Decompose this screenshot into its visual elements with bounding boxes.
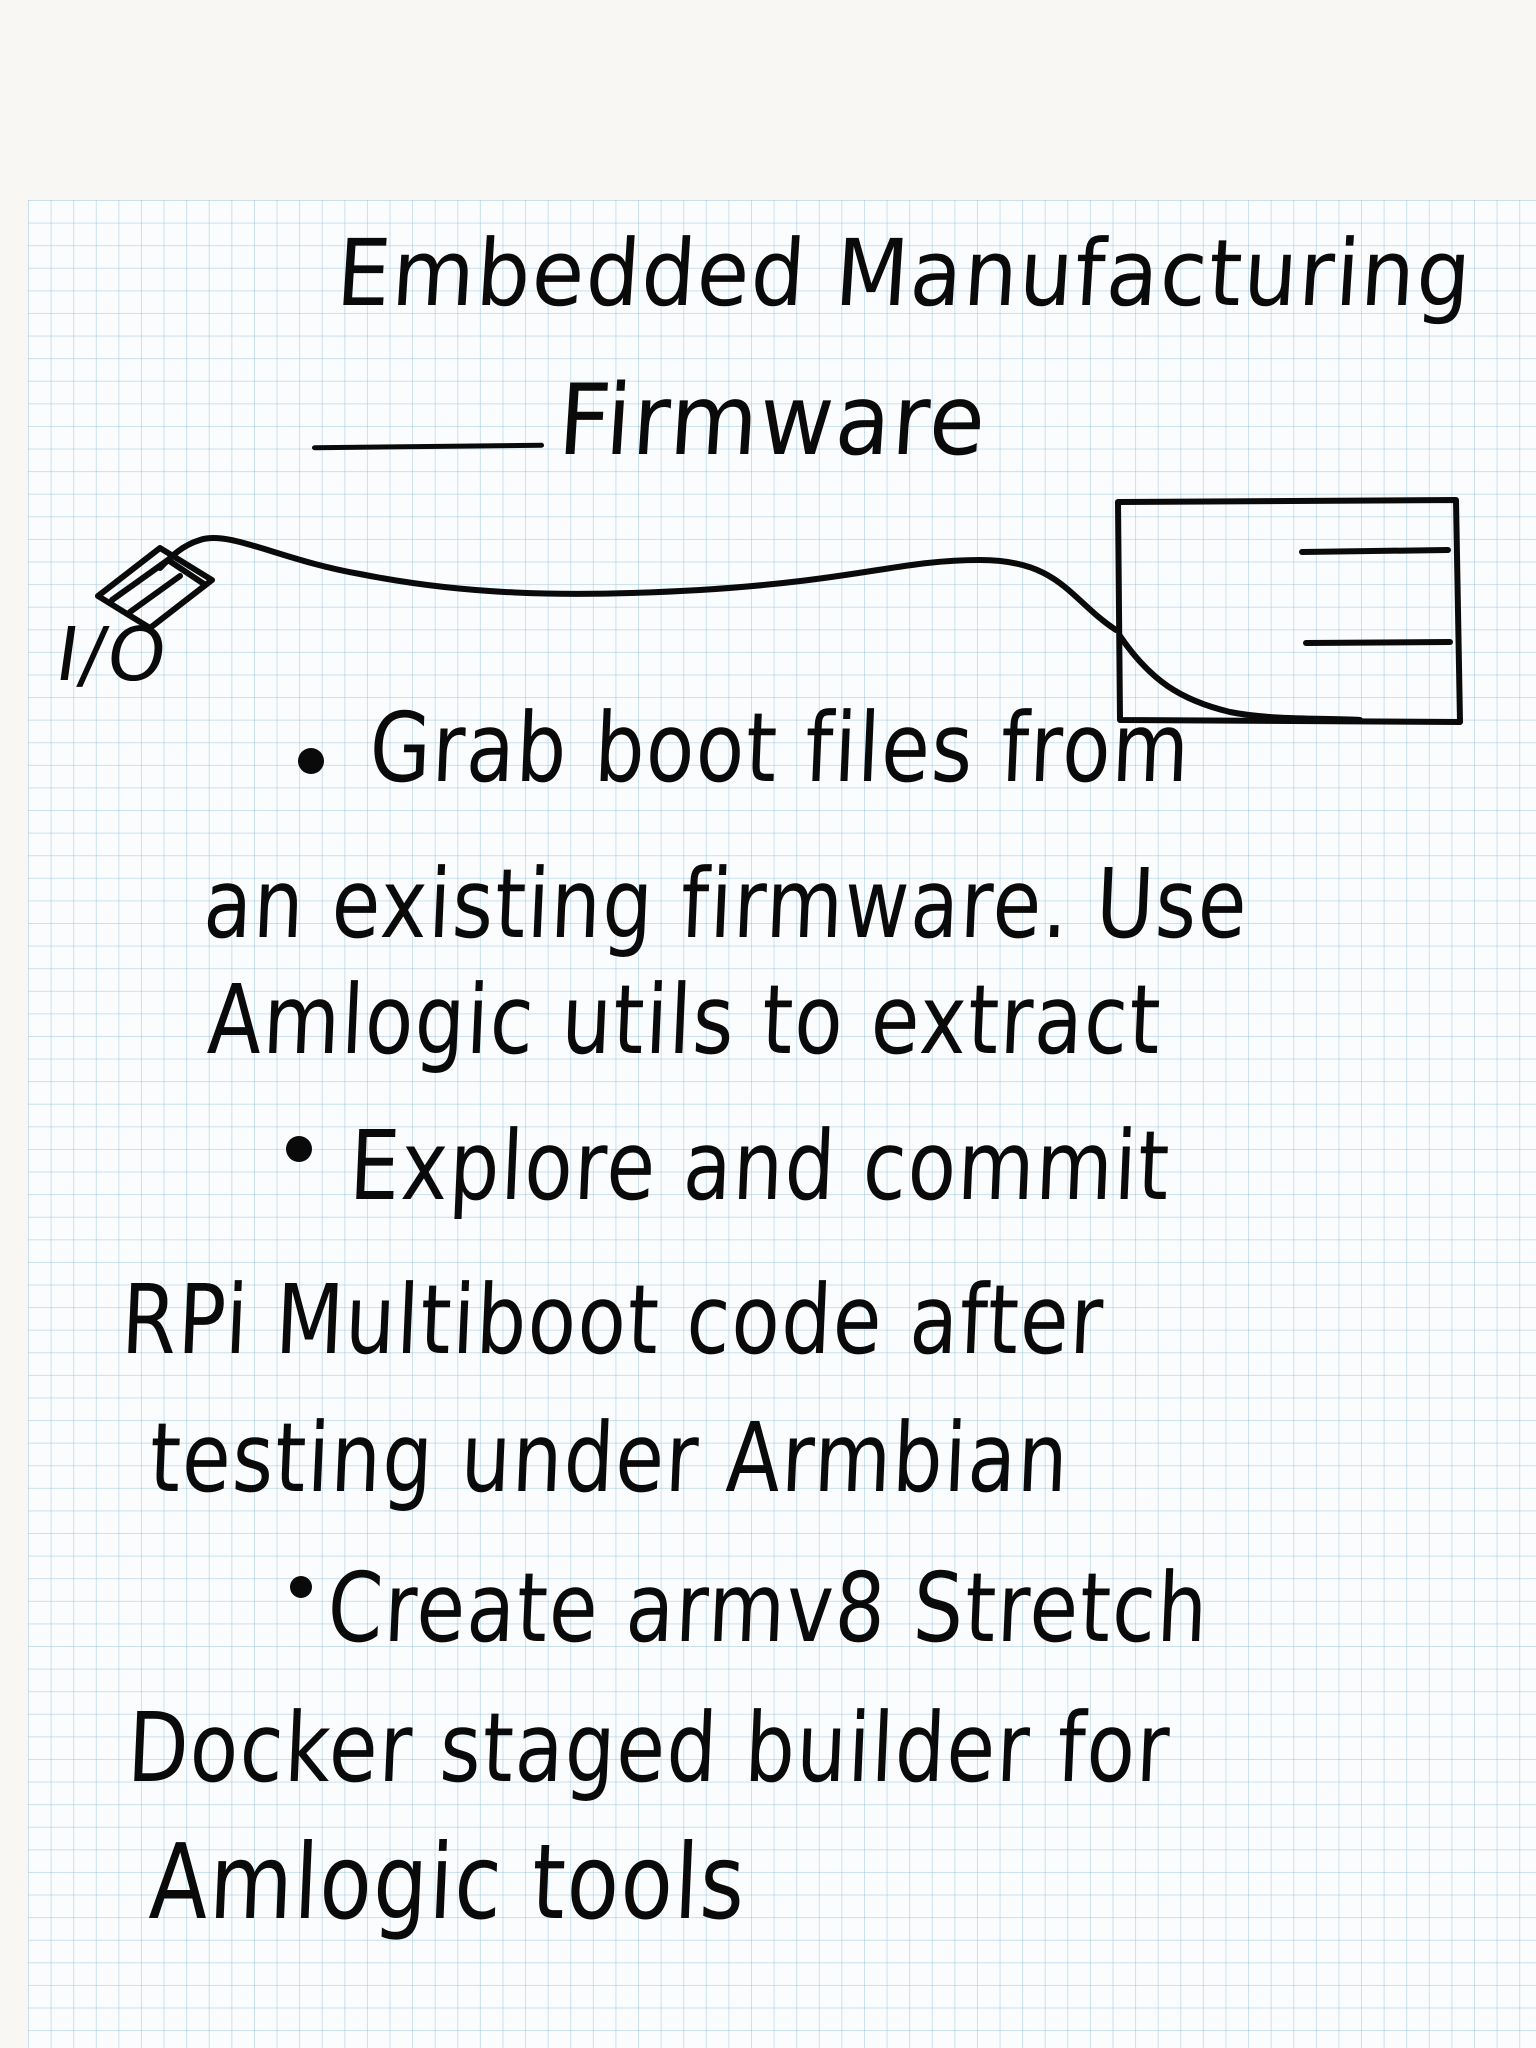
- io-connector-icon: [95, 545, 215, 631]
- cable-line: [157, 535, 1119, 633]
- bullet-1-line-1: Grab boot files from: [367, 692, 1194, 804]
- bullet-3-line-1: Create armv8 Stretch: [325, 1552, 1212, 1664]
- bullet-2-dot: [286, 1136, 312, 1162]
- bullet-3-dot: [290, 1576, 312, 1598]
- bullet-2-line-3: testing under Armbian: [147, 1402, 1072, 1514]
- bullet-1-dot: [298, 748, 324, 774]
- io-label: I/O: [50, 612, 174, 698]
- bullet-3-line-2: Docker staged builder for: [125, 1692, 1174, 1804]
- bullet-3-line-3: Amlogic tools: [147, 1821, 749, 1943]
- bullet-2-line-1: Explore and commit: [347, 1110, 1173, 1222]
- bullet-1-line-3: Amlogic utils to extract: [205, 964, 1165, 1076]
- graph-paper-grid: [28, 200, 1536, 2048]
- bullet-1-line-2: an existing firmware. Use: [201, 848, 1251, 960]
- cable-to-box-curve: [1117, 633, 1363, 723]
- bullet-2-line-2: RPi Multiboot code after: [119, 1264, 1107, 1376]
- device-box-icon: [1115, 497, 1463, 725]
